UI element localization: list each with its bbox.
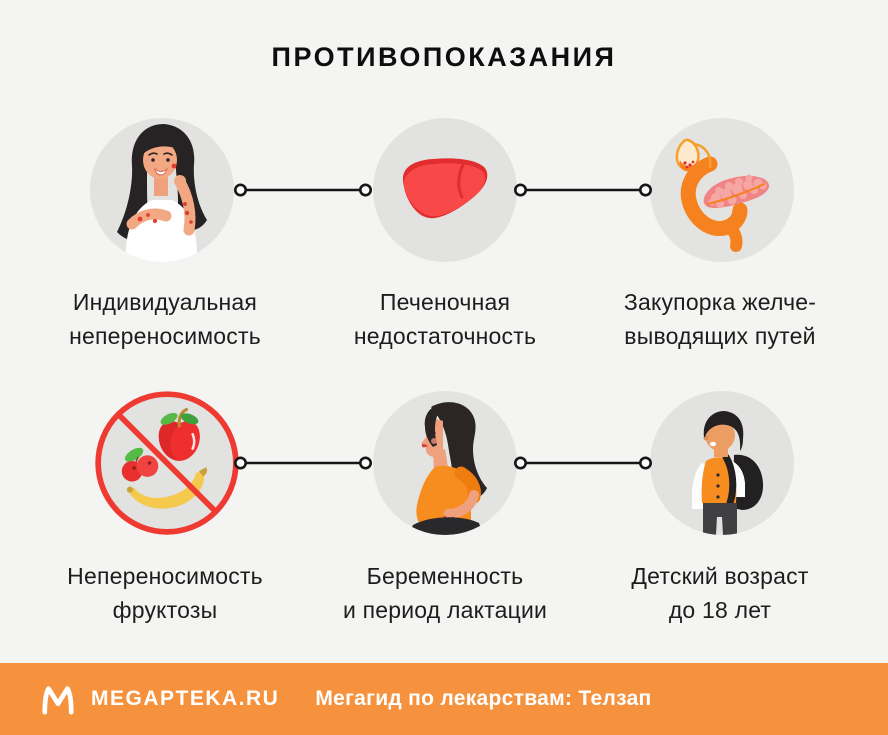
- liver-icon: [373, 118, 517, 262]
- label-line: до 18 лет: [668, 597, 772, 623]
- item-label-fructose-intolerance: Непереносимость фруктозы: [0, 559, 335, 627]
- connector-line: [233, 455, 373, 471]
- allergic-reaction-icon: [90, 118, 234, 262]
- item-circle-individual-intolerance: [90, 118, 234, 262]
- item-label-children: Детский возраст до 18 лет: [550, 559, 888, 627]
- label-line: непереносимость: [69, 323, 261, 349]
- label-line: Детский возраст: [631, 563, 809, 589]
- connector-line: [233, 182, 373, 198]
- label-line: Печеночная: [379, 289, 511, 315]
- page-title: ПРОТИВОПОКАЗАНИЯ: [271, 42, 617, 72]
- footer-tagline: Мегагид по лекарствам: Телзап: [315, 687, 652, 710]
- item-label-bile-duct-blockage: Закупорка желче- выводящих путей: [550, 285, 888, 353]
- label-line: выводящих путей: [624, 323, 816, 349]
- no-fruits-icon: [95, 391, 239, 535]
- pregnant-woman-icon: [373, 391, 517, 535]
- item-label-liver-failure: Печеночная недостаточность: [275, 285, 615, 353]
- item-circle-liver-failure: [373, 118, 517, 262]
- label-line: Закупорка желче-: [623, 289, 817, 315]
- connector-line: [513, 182, 653, 198]
- label-line: Индивидуальная: [72, 289, 258, 315]
- connector-line: [513, 455, 653, 471]
- item-circle-fructose-intolerance: [93, 389, 241, 537]
- label-line: фруктозы: [112, 597, 218, 623]
- label-line: и период лактации: [342, 597, 548, 623]
- footer-bar: MEGAPTEKA.RU Мегагид по лекарствам: Телз…: [0, 663, 888, 735]
- megapteka-logo-icon: [42, 686, 74, 715]
- child-icon: [650, 391, 794, 535]
- item-circle-children: [650, 391, 794, 535]
- item-label-pregnancy: Беременность и период лактации: [275, 559, 615, 627]
- label-line: недостаточность: [353, 323, 537, 349]
- item-circle-bile-duct-blockage: [650, 118, 794, 262]
- label-line: Беременность: [366, 563, 524, 589]
- item-circle-pregnancy: [373, 391, 517, 535]
- item-label-individual-intolerance: Индивидуальная непереносимость: [0, 285, 335, 353]
- footer-brand: MEGAPTEKA.RU: [91, 687, 280, 710]
- pancreas-icon: [650, 118, 794, 262]
- label-line: Непереносимость: [67, 563, 263, 589]
